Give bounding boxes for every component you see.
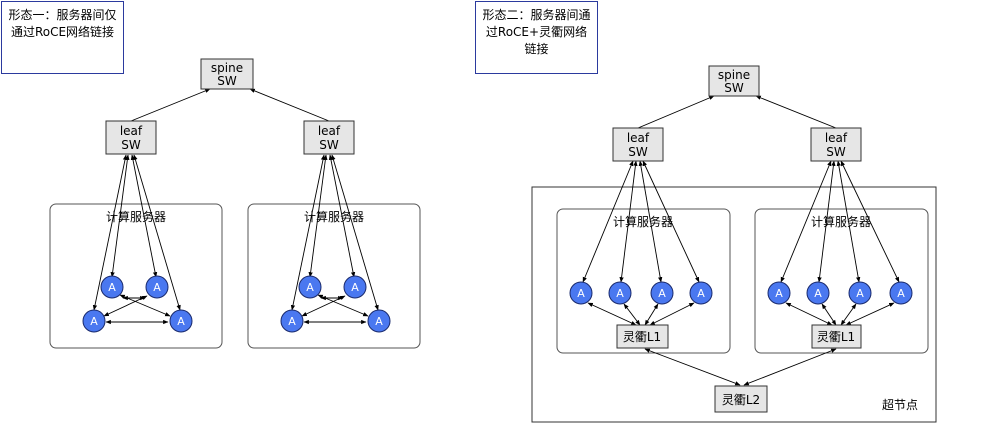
accelerator-node-label: A [108, 281, 116, 294]
accelerator-node: A [280, 309, 304, 333]
link-accelerator-l1 [821, 303, 837, 326]
accelerator-node-label: A [697, 287, 705, 300]
spine-switch-2 [708, 65, 760, 97]
spine-switch-2-line2: SW [724, 81, 744, 95]
link-leaf-spine [755, 95, 837, 129]
leaf-switch-1a-line2: SW [121, 138, 141, 152]
link-l1-l2 [743, 348, 837, 386]
link-leaf-accelerator [92, 154, 128, 311]
lingqu-l1-switch-1-label: 灵衢L1 [623, 330, 661, 344]
spine-switch-2-line1: spine [718, 68, 750, 82]
link-leaf-accelerator [642, 160, 700, 283]
accelerator-node-label: A [177, 315, 185, 328]
accelerator-node: A [848, 281, 872, 305]
leaf-switch-2a [612, 127, 664, 162]
topology-2-note: 形态二：服务器间通过RoCE+灵衢网络链接 [475, 1, 598, 74]
accelerator-node: A [169, 309, 193, 333]
leaf-switch-2b-line1: leaf [825, 131, 848, 145]
leaf-switch-2a-line1: leaf [627, 131, 650, 145]
link-leaf-spine [130, 88, 211, 122]
topology-1-note-text: 形态一：服务器间仅通过RoCE网络链接 [8, 8, 117, 39]
accelerator-node-label: A [306, 281, 314, 294]
accelerator-node: A [608, 281, 632, 305]
accelerator-node: A [650, 281, 674, 305]
lingqu-l1-switch-2 [811, 324, 862, 349]
link-accelerator-mesh [103, 295, 148, 317]
leaf-switch-1a [105, 120, 157, 155]
lingqu-l1-switch-1 [616, 324, 669, 349]
compute-server-right-1-label: 计算服务器 [613, 214, 673, 229]
accelerator-node-label: A [897, 287, 905, 300]
accelerator-node-label: A [814, 287, 822, 300]
compute-server-right-2-label: 计算服务器 [811, 214, 871, 229]
leaf-switch-2a-line2: SW [628, 145, 648, 159]
accelerator-node: A [689, 281, 713, 305]
compute-server-left-1 [49, 203, 223, 349]
link-accelerator-mesh [301, 295, 346, 317]
link-leaf-accelerator [290, 154, 326, 311]
link-leaf-spine [637, 95, 715, 129]
accelerator-node-label: A [288, 315, 296, 328]
link-leaf-accelerator [817, 160, 836, 283]
lingqu-l1-switch-2-label: 灵衢L1 [817, 330, 855, 344]
accelerator-node-label: A [351, 281, 359, 294]
supernode-label: 超节点 [882, 397, 918, 412]
link-leaf-accelerator [133, 154, 181, 311]
accelerator-node: A [145, 275, 169, 299]
accelerator-node-label: A [856, 287, 864, 300]
link-leaf-accelerator [840, 160, 900, 283]
compute-server-left-1-label: 计算服务器 [106, 209, 166, 224]
lingqu-l2-switch-label: 灵衢L2 [722, 393, 760, 407]
accelerator-node-label: A [616, 287, 624, 300]
accelerator-node: A [367, 309, 391, 333]
leaf-switch-2b [810, 127, 862, 162]
accelerator-node: A [806, 281, 830, 305]
accelerator-node: A [889, 281, 913, 305]
accelerator-node-label: A [658, 287, 666, 300]
accelerator-node: A [82, 309, 106, 333]
spine-switch-1-line1: spine [211, 61, 243, 75]
accelerator-node-label: A [375, 315, 383, 328]
link-accelerator-l1 [845, 302, 895, 326]
accelerator-node-label: A [90, 315, 98, 328]
lingqu-l2-switch [714, 385, 768, 413]
accelerator-node: A [343, 275, 367, 299]
leaf-switch-1b-line1: leaf [318, 124, 341, 138]
link-accelerator-l1 [649, 302, 695, 326]
compute-server-left-2 [247, 203, 421, 349]
accelerator-node: A [298, 275, 322, 299]
link-accelerator-l1 [623, 303, 641, 326]
spine-switch-1 [200, 58, 254, 90]
link-leaf-accelerator [619, 160, 638, 283]
leaf-switch-2b-line2: SW [826, 145, 846, 159]
leaf-switch-1b-line2: SW [319, 138, 339, 152]
compute-server-left-2-label: 计算服务器 [304, 209, 364, 224]
leaf-switch-1b [303, 120, 355, 155]
accelerator-node: A [569, 281, 593, 305]
link-leaf-spine [249, 88, 330, 122]
accelerator-node: A [767, 281, 791, 305]
topology-1-note: 形态一：服务器间仅通过RoCE网络链接 [1, 1, 124, 74]
accelerator-node-label: A [775, 287, 783, 300]
accelerator-node: A [100, 275, 124, 299]
link-leaf-accelerator [331, 154, 379, 311]
accelerator-node-label: A [153, 281, 161, 294]
accelerator-node-label: A [577, 287, 585, 300]
link-l1-l2 [644, 348, 741, 386]
spine-switch-1-line2: SW [217, 74, 237, 88]
topology-2-note-text: 形态二：服务器间通过RoCE+灵衢网络链接 [482, 8, 591, 56]
leaf-switch-1a-line1: leaf [120, 124, 143, 138]
